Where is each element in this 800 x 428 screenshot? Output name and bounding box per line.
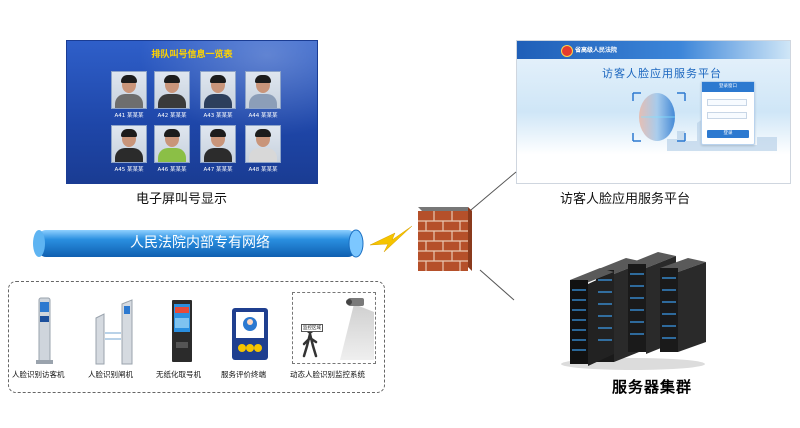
server-rack-icon	[570, 268, 614, 366]
server-cluster-caption: 服务器集群	[612, 378, 693, 396]
visitor-photo	[245, 125, 281, 163]
platform-title: 访客人脸应用服务平台	[602, 67, 722, 80]
device-label: 人脸识别闸机	[88, 370, 133, 379]
queue-display-screen: 排队叫号信息一览表 A41 某某某 A42 某某某 A43 某某某 A44 某某…	[66, 40, 318, 184]
monitor-area-sign: 监控区域	[301, 324, 323, 332]
network-tube	[33, 229, 364, 258]
login-button[interactable]: 登录	[707, 130, 749, 138]
queue-card: A46 某某某	[152, 125, 192, 173]
queue-card: A41 某某某	[109, 71, 149, 119]
firewall-icon	[418, 207, 472, 271]
platform-screenshot: 省高级人民法院 访客人脸应用服务平台 登录窗口 登录	[516, 40, 791, 184]
platform-caption: 访客人脸应用服务平台	[560, 192, 691, 207]
queue-screen-title: 排队叫号信息一览表	[151, 50, 233, 60]
visitor-kiosk-icon	[36, 297, 53, 364]
face-scan-icon	[632, 92, 686, 142]
visitor-photo	[200, 125, 236, 163]
login-panel: 登录窗口 登录	[701, 81, 755, 145]
court-emblem-icon	[561, 45, 573, 57]
visitor-photo	[200, 71, 236, 109]
queue-label: A45 某某某	[114, 167, 144, 173]
lightning-icon	[369, 225, 413, 253]
queue-label: A42 某某某	[157, 113, 187, 119]
queue-card: A47 某某某	[198, 125, 238, 173]
device-label: 动态人脸识别监控系统	[290, 370, 365, 379]
face-gate-icon	[95, 299, 133, 365]
server-rack-icon	[660, 258, 706, 352]
visitor-photo	[245, 71, 281, 109]
device-label: 人脸识别访客机	[12, 370, 65, 379]
camera-icon	[348, 298, 364, 306]
queue-card: A42 某某某	[152, 71, 192, 119]
firewall-platform-link	[464, 171, 517, 216]
queue-label: A44 某某某	[248, 113, 278, 119]
queue-label: A41 某某某	[114, 113, 144, 119]
queue-label: A48 某某某	[248, 167, 278, 173]
platform-header	[517, 41, 790, 59]
evaluation-terminal-icon	[232, 308, 268, 360]
queue-label: A47 某某某	[203, 167, 233, 173]
device-label: 无纸化取号机	[156, 370, 201, 379]
network-label: 人民法院内部专有网络	[130, 235, 270, 251]
login-title: 登录窗口	[702, 82, 754, 92]
queue-card: A48 某某某	[243, 125, 283, 173]
queue-label: A46 某某某	[157, 167, 187, 173]
queue-label: A43 某某某	[203, 113, 233, 119]
visitor-photo	[111, 125, 147, 163]
visitor-photo	[154, 125, 190, 163]
court-name: 省高级人民法院	[575, 47, 618, 54]
visitor-photo	[111, 71, 147, 109]
queue-screen-caption: 电子屏叫号显示	[136, 192, 228, 207]
visitor-photo	[154, 71, 190, 109]
server-cluster-icon	[561, 252, 706, 370]
queue-card: A44 某某某	[243, 71, 283, 119]
queue-card: A45 某某某	[109, 125, 149, 173]
firewall-server-link	[479, 269, 515, 301]
password-field[interactable]	[707, 112, 747, 119]
username-field[interactable]	[707, 99, 747, 106]
ticket-machine-icon	[172, 300, 192, 362]
queue-card: A43 某某某	[198, 71, 238, 119]
terminal-device-group	[8, 281, 385, 393]
device-label: 服务评价终端	[221, 370, 266, 379]
